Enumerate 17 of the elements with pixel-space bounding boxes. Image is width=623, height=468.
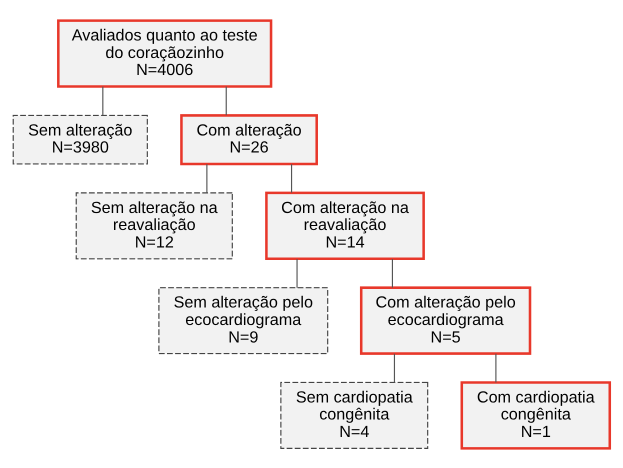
connector [290,164,292,192]
node-box: Sem alteração N=3980 [12,114,148,164]
node-box: Avaliados quanto ao teste do coraçãozinho N=4006 [57,18,272,88]
connector [226,86,227,115]
node-box: Com alteração pelo ecocardiograma N=5 [360,286,532,354]
connector [102,86,104,115]
node-box: Sem alteração pelo ecocardiograma N=9 [158,286,328,354]
connector [296,258,298,288]
connector [394,353,396,382]
connector [392,258,393,288]
node-box: Com alteração na reavaliação N=14 [265,191,425,260]
node-box: Sem alteração na reavaliação N=12 [76,192,233,259]
connector [495,353,496,382]
node-box: Sem cardiopatia congênita N=4 [280,381,428,448]
connector [206,164,208,192]
node-box: Com cardiopatia congênita N=1 [460,380,612,450]
node-box: Com alteração N=26 [180,114,318,165]
